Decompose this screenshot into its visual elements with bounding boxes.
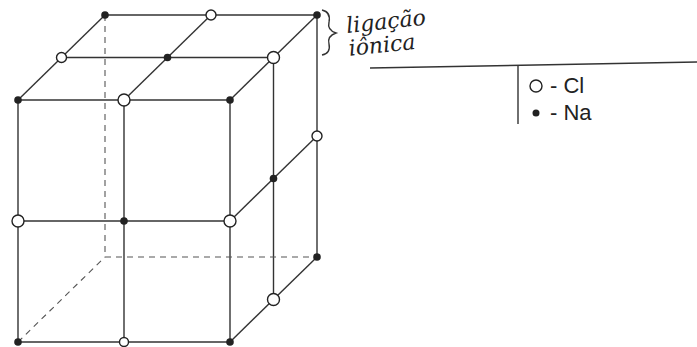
legend-text: - Cl bbox=[550, 75, 584, 97]
legend-text: - Na bbox=[550, 102, 592, 124]
legend-symbol-open bbox=[530, 80, 542, 92]
legend-symbol-dot bbox=[533, 110, 540, 117]
callout-label: ligação iônica bbox=[345, 4, 445, 60]
underline bbox=[370, 62, 697, 68]
bracket bbox=[322, 10, 336, 55]
legend-rule bbox=[517, 66, 518, 124]
